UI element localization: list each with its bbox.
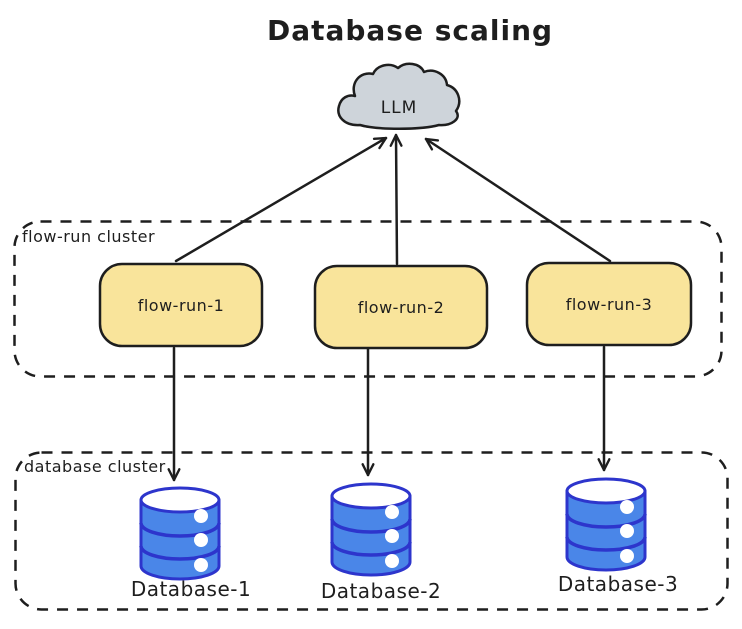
arrow-flow-run-1-to-llm [174,136,388,263]
diagram-title: Database scaling [266,14,554,47]
database-divider [330,541,412,557]
database-dot [194,509,208,523]
database-top [565,477,647,505]
llm-cloud-icon [337,62,461,130]
flow-run-cluster-label: flow-run cluster [22,227,156,246]
database-divider [565,536,647,552]
node-flow-run-2-label: flow-run-2 [357,298,445,317]
database-dot [620,549,634,563]
database-divider [330,518,412,534]
database-dot [620,500,634,514]
arrows-group [167,133,612,482]
database-dot [385,529,399,543]
database-cluster-label: database cluster [24,457,166,476]
node-flow-run-1-label: flow-run-1 [137,296,225,315]
database-dot [385,505,399,519]
database-3-icon [565,477,647,572]
database-dot [385,554,399,568]
node-flow-run-1 [98,262,264,348]
database-1-icon [139,486,221,581]
node-flow-run-3 [525,261,693,347]
arrow-flow-run-2-to-llm [389,133,403,266]
node-flow-run-3-label: flow-run-3 [565,295,653,314]
database-top [139,486,221,514]
llm-cloud-label: LLM [380,98,418,118]
database-1-label: Database-1 [130,577,252,601]
database-2-icon [330,482,412,577]
database-2-label: Database-2 [320,579,442,603]
database-cluster-container [14,451,729,611]
node-flow-run-2 [313,264,489,350]
cloud-outline [337,62,461,130]
database-divider [139,522,221,538]
database-top [330,482,412,510]
database-divider [139,545,221,561]
database-dot [194,558,208,572]
database-3-label: Database-3 [557,572,679,596]
database-dot [194,533,208,547]
arrow-flow-run-3-to-llm [424,137,612,263]
database-divider [565,513,647,529]
database-dot [620,524,634,538]
